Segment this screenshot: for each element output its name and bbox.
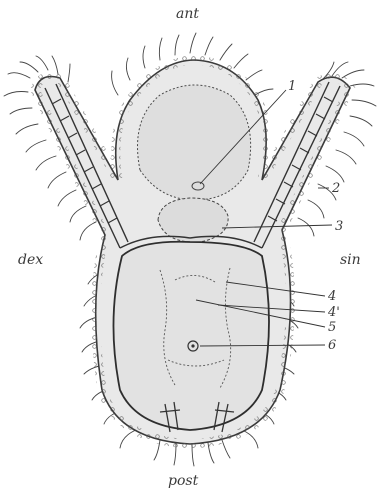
callout-2: 2 [331, 181, 340, 196]
label-anterior: ant [176, 6, 199, 22]
callout-4-prime: 4' [327, 305, 340, 320]
callout-3: 3 [335, 219, 343, 234]
label-sinister: sin [340, 252, 361, 268]
callout-1: 1 [288, 79, 296, 94]
callout-4: 4 [327, 289, 336, 304]
label-posterior: post [168, 473, 199, 489]
callout-5: 5 [328, 320, 336, 335]
label-dexter: dex [18, 252, 43, 268]
inner-cavity [113, 242, 269, 430]
callout-6: 6 [328, 338, 336, 353]
ganglion [158, 198, 228, 242]
